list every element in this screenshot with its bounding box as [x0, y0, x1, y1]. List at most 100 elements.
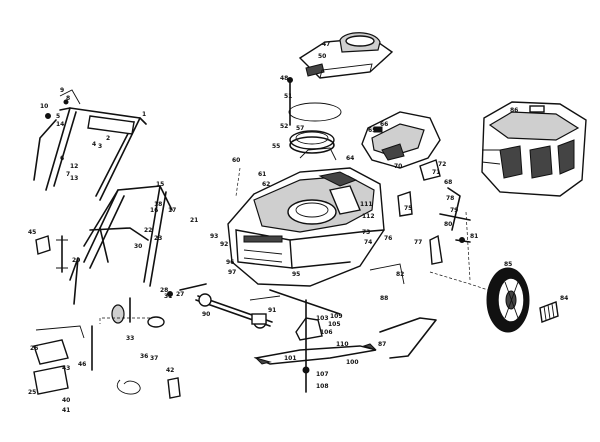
label-97: 97 — [228, 269, 236, 276]
label-23: 23 — [154, 235, 162, 242]
label-46: 46 — [78, 361, 86, 368]
label-3: 3 — [98, 143, 102, 150]
label-81: 81 — [470, 233, 478, 240]
label-16: 16 — [150, 207, 158, 214]
label-55: 55 — [272, 143, 280, 150]
label-93: 93 — [210, 233, 218, 240]
upper-handle — [33, 89, 147, 201]
label-57: 57 — [296, 125, 304, 132]
label-45: 45 — [28, 229, 36, 236]
label-95: 95 — [292, 271, 300, 278]
label-52: 52 — [280, 123, 288, 130]
recoil-starter-ring — [287, 77, 342, 154]
label-7: 7 — [66, 171, 70, 178]
label-13: 13 — [70, 175, 78, 182]
label-112: 112 — [362, 213, 375, 220]
label-101: 101 — [284, 355, 297, 362]
label-18: 18 — [154, 201, 162, 208]
label-31: 31 — [164, 293, 172, 300]
label-85: 85 — [504, 261, 512, 268]
label-87: 87 — [378, 341, 386, 348]
label-5: 5 — [56, 113, 60, 120]
label-17: 17 — [168, 207, 176, 214]
label-40: 40 — [62, 397, 70, 404]
label-1: 1 — [142, 111, 146, 118]
label-111: 111 — [360, 201, 373, 208]
label-21: 21 — [190, 217, 198, 224]
label-79: 79 — [450, 207, 458, 214]
label-78: 78 — [446, 195, 454, 202]
label-80: 80 — [444, 221, 452, 228]
label-77: 77 — [414, 239, 422, 246]
rear-flap-parts — [33, 297, 181, 399]
label-65: 65 — [368, 127, 376, 134]
label-42: 42 — [166, 367, 174, 374]
label-51: 51 — [284, 93, 292, 100]
label-28: 28 — [160, 287, 168, 294]
label-66: 66 — [380, 121, 388, 128]
label-72: 72 — [438, 161, 446, 168]
label-82: 82 — [396, 271, 404, 278]
label-73: 73 — [362, 229, 370, 236]
label-110: 110 — [336, 341, 349, 348]
label-41: 41 — [62, 407, 70, 414]
fuel-tank — [361, 111, 441, 169]
label-22: 22 — [144, 227, 152, 234]
label-62: 62 — [262, 181, 270, 188]
label-74: 74 — [364, 239, 372, 246]
label-12: 12 — [70, 163, 78, 170]
label-103: 103 — [316, 315, 329, 322]
front-axle — [195, 289, 341, 329]
left-small-parts — [35, 235, 207, 297]
label-37: 37 — [150, 355, 158, 362]
engine-cover — [298, 32, 394, 79]
label-48: 48 — [280, 75, 288, 82]
label-47: 47 — [322, 41, 330, 48]
label-36: 36 — [140, 353, 148, 360]
label-92: 92 — [220, 241, 228, 248]
label-30: 30 — [134, 243, 142, 250]
label-64: 64 — [346, 155, 354, 162]
label-70: 70 — [394, 163, 402, 170]
label-6: 6 — [60, 155, 64, 162]
label-88: 88 — [380, 295, 388, 302]
label-60: 60 — [232, 157, 240, 164]
rear-wheel — [486, 267, 559, 333]
air-filter-housing — [481, 101, 587, 197]
label-8: 8 — [66, 95, 70, 102]
label-100: 100 — [346, 359, 359, 366]
label-68: 68 — [444, 179, 452, 186]
label-71: 71 — [432, 169, 440, 176]
label-2: 2 — [106, 135, 110, 142]
right-side-parts — [369, 159, 471, 359]
label-26: 26 — [30, 345, 38, 352]
label-86: 86 — [510, 107, 518, 114]
label-9: 9 — [60, 87, 64, 94]
label-84: 84 — [560, 295, 568, 302]
mower-deck — [227, 147, 385, 287]
label-50: 50 — [318, 53, 326, 60]
label-108: 108 — [316, 383, 329, 390]
label-43: 43 — [62, 365, 70, 372]
label-90: 90 — [202, 311, 210, 318]
label-27: 27 — [176, 291, 184, 298]
part-labels: 1 2 3 4 5 6 7 8 9 10 12 13 14 15 16 17 1… — [28, 41, 568, 414]
label-106: 106 — [320, 329, 333, 336]
leader-lines — [99, 167, 489, 324]
label-4: 4 — [92, 141, 96, 148]
label-14: 14 — [56, 121, 64, 128]
label-15: 15 — [156, 181, 164, 188]
label-96: 96 — [226, 259, 234, 266]
label-105: 105 — [328, 321, 341, 328]
label-20: 20 — [72, 257, 80, 264]
label-25: 25 — [28, 389, 36, 396]
label-109: 109 — [330, 313, 343, 320]
label-10: 10 — [40, 103, 48, 110]
lower-handle — [69, 185, 173, 305]
label-75: 75 — [404, 205, 412, 212]
label-107: 107 — [316, 371, 329, 378]
cutting-blade — [253, 299, 377, 393]
label-76: 76 — [384, 235, 392, 242]
label-33: 33 — [126, 335, 134, 342]
